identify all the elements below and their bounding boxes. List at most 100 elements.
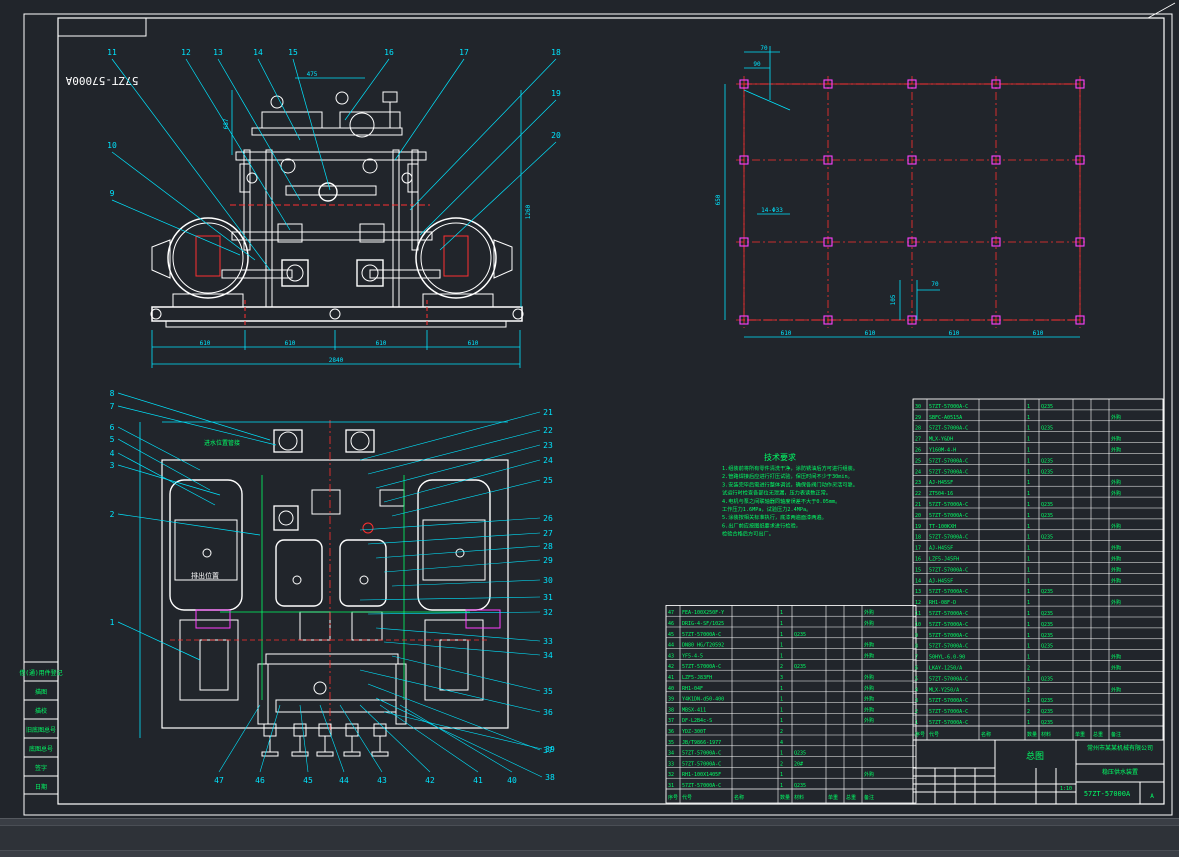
top-balloon-left: 7 [110, 402, 115, 411]
bom-cell: DN80 HG/T20592 [682, 643, 724, 649]
bom-cell: 4 [915, 687, 918, 693]
bom-cell: 19 [915, 524, 921, 530]
bom-cell: MBSX-411 [682, 707, 706, 713]
bom-cell: 26 [915, 448, 921, 454]
bom-cell: 35 [668, 740, 674, 746]
bom-cell: 28 [915, 426, 921, 432]
bom-cell: 39 [668, 697, 674, 703]
side-stamp-label: 描校 [35, 707, 47, 715]
bom-cell: 2 [780, 761, 783, 767]
bom-cell: YF5-4-5 [682, 653, 703, 659]
bom-cell: 外购 [864, 674, 874, 681]
side-stamp-label: 日期 [35, 783, 47, 791]
bom-cell: 24 [915, 469, 921, 475]
top-balloon-right: 21 [543, 408, 553, 417]
bom-cell: 1 [1027, 513, 1030, 519]
bom-cell: FEA-100X250F-Y [682, 610, 724, 616]
bom-cell: 13 [915, 589, 921, 595]
bom-cell: 44 [668, 643, 674, 649]
bom-cell: 42 [668, 664, 674, 670]
bom-cell: 外购 [1111, 523, 1121, 530]
bom-cell: Q235 [1041, 676, 1053, 682]
top-balloon-right: 23 [543, 441, 553, 450]
bom-cell: 1 [780, 697, 783, 703]
anchor-bolt [907, 155, 917, 165]
tech-req-line: 6.出厂前应按图纸要求进行检验， [722, 521, 801, 529]
bom-cell: 57ZT-57000A-C [929, 589, 968, 595]
bom-cell: RH1-100X1405F [682, 772, 721, 778]
title-part-name: 稳压供水装置 [1102, 768, 1138, 776]
bom-cell: 1 [1027, 676, 1030, 682]
bom-cell: 45 [668, 632, 674, 638]
top-balloon-right: 30 [543, 576, 553, 585]
bom-cell: 1 [915, 720, 918, 726]
bom-cell: Q235 [1041, 644, 1053, 650]
bom-cell: AJ-H45SF [929, 546, 953, 552]
bom-cell: 57ZT-57000A-C [929, 426, 968, 432]
top-balloon-left: 3 [110, 461, 115, 470]
bom-cell: 57ZT-57000A-C [682, 632, 721, 638]
bom-cell: 57ZT-57000A-C [682, 761, 721, 767]
bom-cell: 外购 [864, 717, 874, 724]
front-balloon: 17 [459, 48, 469, 57]
tech-req-title: 技术要求 [764, 452, 796, 462]
front-balloon: 13 [213, 48, 223, 57]
bom-cell: 57ZT-57000A-C [929, 644, 968, 650]
bom-cell: Q235 [794, 751, 806, 757]
tech-req-line: 5.涂装按相关标准执行，底漆两遍面漆两遍。 [722, 513, 827, 521]
title-assembly: 总图 [1026, 750, 1044, 762]
bom-cell: 1 [1027, 611, 1030, 617]
command-line[interactable] [0, 825, 1179, 851]
bom-cell: 34 [668, 751, 674, 757]
bom-cell: 1 [780, 707, 783, 713]
front-balloon: 10 [107, 141, 117, 150]
top-balloon-right: 34 [543, 651, 553, 660]
bom-cell: 30 [915, 404, 921, 410]
bom-cell: 12 [915, 600, 921, 606]
bom-header: 数量 [1027, 731, 1037, 738]
bom-cell: 57ZT-57000A-C [682, 751, 721, 757]
bom-cell: 外购 [1111, 556, 1121, 563]
bom-cell: Q235 [1041, 535, 1053, 541]
bom-cell: 1 [1027, 589, 1030, 595]
bom-header: 名称 [981, 731, 991, 738]
bom-cell: 41 [668, 675, 674, 681]
bom-cell: 18 [915, 535, 921, 541]
drawing-number-box [57, 17, 147, 37]
bom-header: 代号 [929, 731, 939, 738]
top-balloon-right: 37 [543, 746, 553, 755]
bom-cell: Q235 [1041, 469, 1053, 475]
plan-dim-610-d: 610 [1033, 330, 1044, 337]
bom-header: 代号 [682, 794, 692, 801]
bom-cell: 1 [780, 751, 783, 757]
bom-header: 单重 [1075, 731, 1085, 738]
top-view-label-outlet: 排出位置 [191, 571, 219, 580]
bom-cell: 1 [1027, 644, 1030, 650]
top-view-label-inlet: 进水位置管接 [204, 439, 240, 447]
anchor-bolt [907, 79, 917, 89]
bom-cell: 1 [1027, 415, 1030, 421]
plan-dim-610-c: 610 [949, 330, 960, 337]
bom-cell: 57ZT-57000A-C [929, 513, 968, 519]
cad-canvas[interactable]: 57ZT-57000A 借(通)用件登记描图描校旧底图总号底图总号签字日期 [0, 0, 1179, 818]
bom-cell: 8 [915, 644, 918, 650]
top-balloon-left: 4 [110, 449, 115, 458]
bom-cell: 32 [668, 772, 674, 778]
tech-req-line: 试运行时检查各部位无泄漏，压力表读数正常。 [722, 489, 831, 497]
bom-cell: 外购 [864, 685, 874, 692]
bom-cell: 2 [1027, 709, 1030, 715]
side-stamp-label: 签字 [35, 764, 47, 772]
bom-cell: 1 [1027, 458, 1030, 464]
bom-cell: 5 [915, 676, 918, 682]
bom-cell: 2 [1027, 687, 1030, 693]
bom-cell: 33 [668, 761, 674, 767]
top-balloon-right: 35 [543, 687, 553, 696]
bom-cell: 4 [780, 740, 783, 746]
bom-cell: Q235 [1041, 404, 1053, 410]
bom-cell: Q235 [1041, 709, 1053, 715]
front-balloon: 19 [551, 89, 561, 98]
bom-cell: 外购 [1111, 414, 1121, 421]
bom-cell: 1 [780, 686, 783, 692]
